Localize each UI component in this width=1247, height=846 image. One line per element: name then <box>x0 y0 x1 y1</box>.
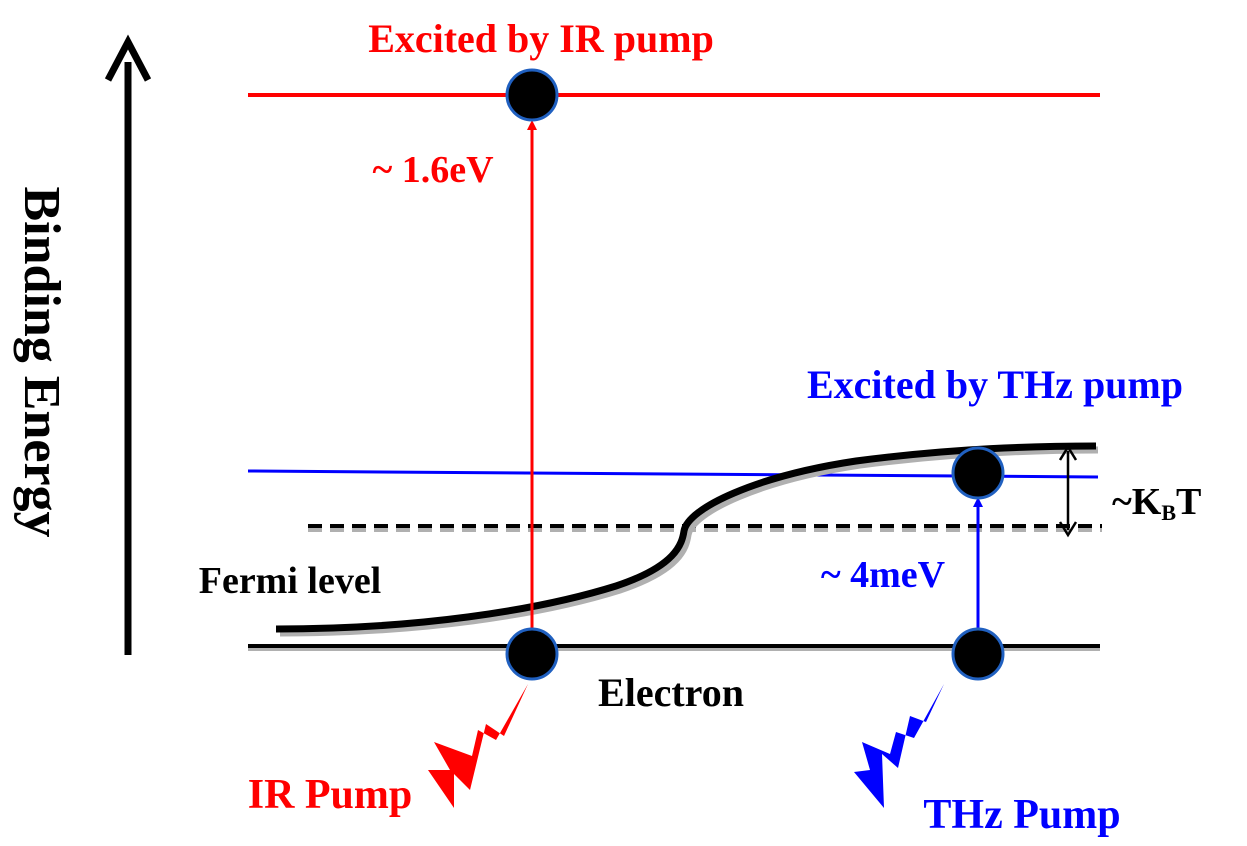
ir-pump-label: IR Pump <box>248 772 413 818</box>
kbt-suffix: T <box>1176 481 1201 523</box>
binding-energy-axis <box>104 34 152 655</box>
kbt-subscript: B <box>1161 500 1176 525</box>
electron-thz-ground <box>951 627 1005 681</box>
fermi-curve-shadow <box>279 446 1099 637</box>
electron-ir-ground <box>505 627 559 681</box>
kbt-prefix: ~K <box>1112 481 1162 523</box>
electron-thz-excited <box>951 446 1005 500</box>
fermi-level-label: Fermi level <box>199 560 382 602</box>
excited-thz-label: Excited by THz pump <box>807 362 1183 407</box>
ir-pump-bolt-icon <box>428 684 528 808</box>
kbt-bracket-arrow <box>1058 444 1078 538</box>
fermi-curve <box>275 442 1097 633</box>
thz-pump-bolt-icon <box>854 684 944 808</box>
thz-gap-label: ~ 4meV <box>821 554 946 596</box>
kbt-label: ~KBT <box>1112 481 1201 525</box>
ir-gap-label: ~ 1.6eV <box>372 149 494 191</box>
binding-energy-label: Binding Energy <box>13 186 70 537</box>
electron-ir-excited <box>505 68 559 122</box>
electron-label: Electron <box>598 670 744 715</box>
thz-pump-label: THz Pump <box>923 792 1120 838</box>
excited-ir-label: Excited by IR pump <box>368 16 714 61</box>
